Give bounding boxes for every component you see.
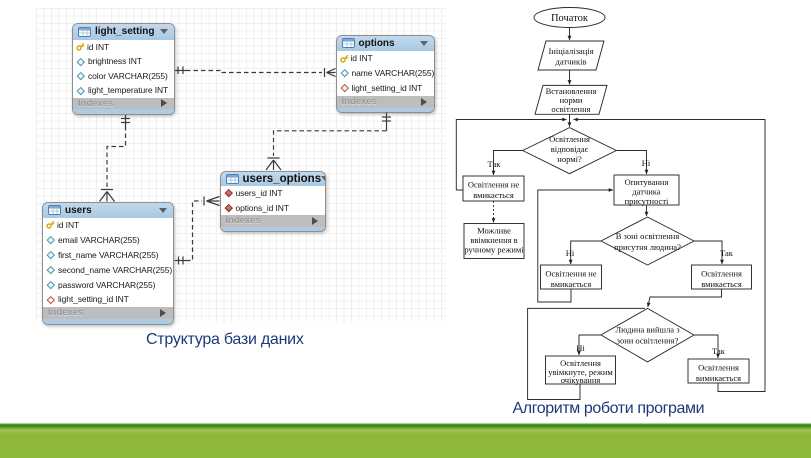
svg-text:Освітлення: Освітлення	[549, 134, 590, 144]
svg-text:Освітлення: Освітлення	[701, 269, 742, 279]
svg-text:норми: норми	[560, 95, 583, 105]
svg-text:Ні: Ні	[642, 158, 651, 168]
svg-text:Освітлення не: Освітлення не	[545, 269, 596, 279]
svg-text:Ні: Ні	[576, 343, 585, 353]
svg-text:вмикається: вмикається	[473, 190, 514, 200]
svg-text:Опитування: Опитування	[625, 177, 669, 187]
svg-text:присутня людина?: присутня людина?	[614, 242, 681, 252]
svg-text:Людина вийшла з: Людина вийшла з	[615, 325, 680, 335]
svg-text:Так: Так	[488, 159, 502, 169]
svg-text:зони освітлення?: зони освітлення?	[617, 336, 679, 346]
svg-text:Можливе: Можливе	[477, 226, 511, 236]
svg-text:очікування: очікування	[561, 375, 601, 385]
svg-text:увімкнуте, режим: увімкнуте, режим	[548, 367, 613, 377]
svg-text:вмикається: вмикається	[701, 279, 742, 289]
svg-text:Ні: Ні	[566, 248, 575, 258]
svg-text:Так: Так	[720, 248, 734, 258]
svg-text:нормі?: нормі?	[557, 154, 582, 164]
svg-text:відповідає: відповідає	[551, 144, 589, 154]
svg-text:Початок: Початок	[551, 13, 589, 24]
svg-text:освітлення: освітлення	[551, 104, 590, 114]
svg-text:Освітлення: Освітлення	[560, 358, 601, 368]
svg-text:ручному режимі: ручному режимі	[464, 245, 524, 255]
svg-text:В зоні освітлення: В зоні освітлення	[616, 231, 680, 241]
svg-text:Освітлення: Освітлення	[698, 363, 739, 373]
svg-text:датчиків: датчиків	[556, 57, 587, 67]
svg-text:вмикається: вмикається	[551, 279, 592, 289]
svg-text:Ініціалізація: Ініціалізація	[548, 46, 593, 56]
svg-text:Так: Так	[712, 346, 726, 356]
svg-text:Встановлення: Встановлення	[546, 86, 597, 96]
svg-text:ввімкнення в: ввімкнення в	[470, 235, 517, 245]
svg-text:вимикається: вимикається	[696, 373, 741, 383]
svg-text:датчика: датчика	[632, 187, 660, 197]
svg-text:Освітлення не: Освітлення не	[468, 180, 519, 190]
svg-text:присутності: присутності	[625, 196, 669, 206]
